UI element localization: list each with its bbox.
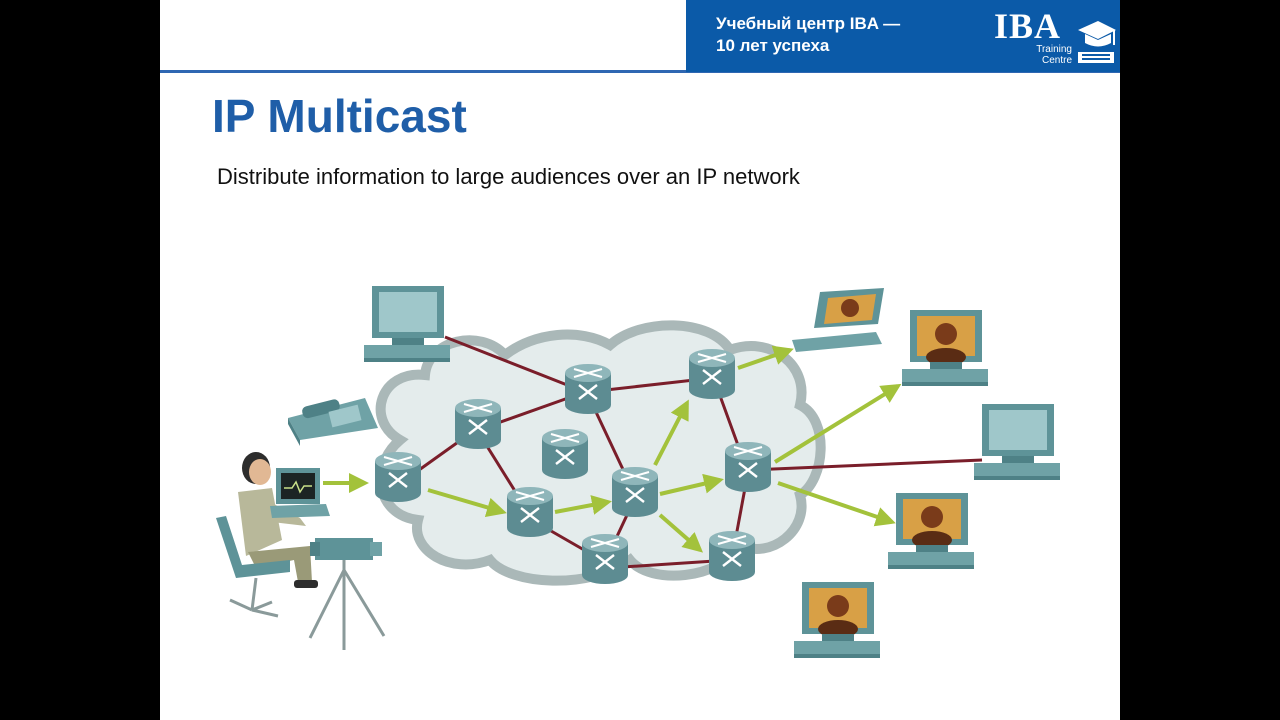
router-icon (610, 465, 660, 519)
logo-letters: IBA (994, 6, 1062, 46)
slide: Учебный центр IBA — 10 лет успеха IBA Tr… (160, 0, 1120, 720)
logo-sub-line-1: Training (1036, 44, 1072, 55)
multicast-network-diagram (216, 286, 1060, 658)
router-icon (687, 347, 737, 401)
multicast-paths (323, 345, 902, 553)
slide-title: IP Multicast (212, 90, 467, 142)
desktop-computer-icon (364, 286, 450, 362)
router-icon (453, 397, 503, 451)
router-icon (563, 362, 613, 416)
slide-subtitle: Distribute information to large audience… (217, 164, 800, 189)
logo-sub-line-2: Centre (1041, 55, 1072, 66)
banner-line-2: 10 лет успеха (716, 36, 830, 55)
iba-logo: IBA Training Centre (994, 6, 1118, 68)
header-divider (160, 70, 1120, 73)
presenter-person-icon (216, 452, 318, 618)
graduation-cap-icon (1078, 21, 1116, 63)
telephone-icon (288, 398, 378, 446)
router-icon (723, 440, 773, 494)
logo-subtitle: Training Centre (1008, 44, 1072, 66)
video-monitor-icon (902, 310, 988, 386)
router-icon (505, 485, 555, 539)
router-icon (707, 529, 757, 583)
banner-line-1: Учебный центр IBA — (716, 14, 901, 33)
video-monitor-icon (888, 493, 974, 569)
laptop-icon (270, 468, 330, 518)
banner-text: Учебный центр IBA — 10 лет успеха (716, 13, 956, 57)
video-monitor-icon (794, 582, 880, 658)
header-banner: Учебный центр IBA — 10 лет успеха IBA Tr… (686, 0, 1120, 72)
router-icon (373, 450, 423, 504)
router-icon (580, 532, 630, 586)
video-camera-icon (308, 538, 386, 650)
router-icon (540, 427, 590, 481)
laptop-receiver-icon (792, 288, 884, 352)
desktop-computer-icon (974, 404, 1060, 480)
